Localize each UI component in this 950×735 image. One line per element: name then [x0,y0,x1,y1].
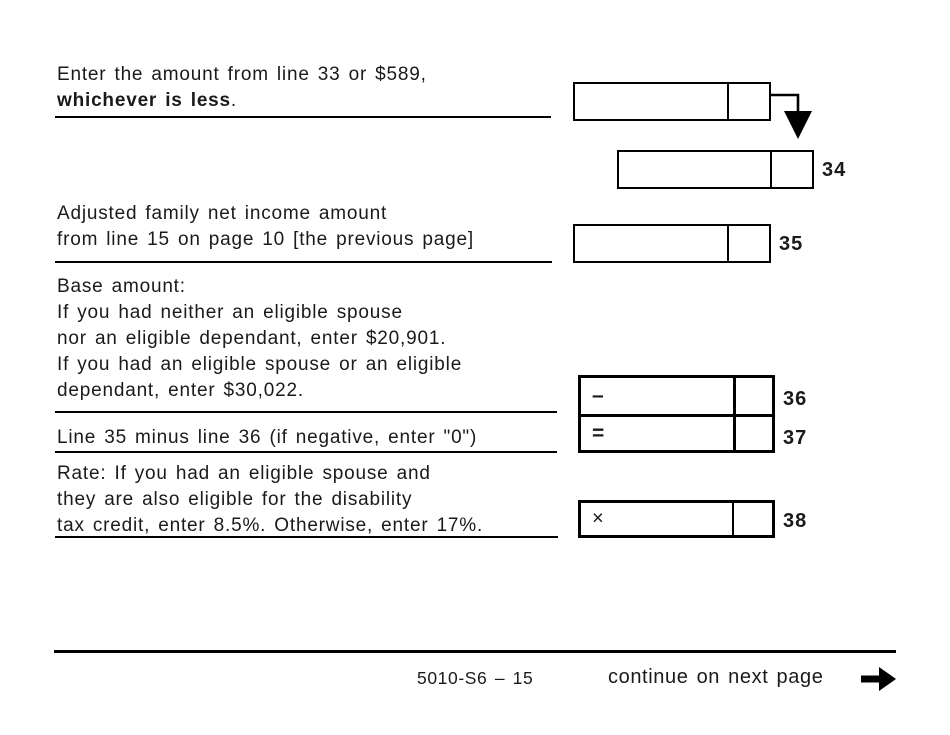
line-number-36: 36 [783,388,808,410]
amount-field-36[interactable]: – [581,378,772,414]
instruction-base-amount-line5: dependant, enter $30,022. [57,380,304,401]
next-page-arrow-icon [861,667,896,691]
rule-section2 [55,261,552,263]
multiply-operator: × [592,507,604,530]
amount-field-38[interactable]: × [578,500,775,538]
amount-field-top[interactable] [573,82,771,121]
cents-divider [733,378,736,450]
cents-divider [732,503,734,535]
instruction-adjusted-income-line1: Adjusted family net income amount [57,203,388,224]
equals-operator: = [592,421,605,445]
instruction-base-amount-line4: If you had an eligible spouse or an elig… [57,354,463,375]
instruction-line33-emphasis: whichever is less. [57,90,238,111]
instruction-rate: Rate: If you had an eligible spouse and … [57,461,483,539]
amount-fields-36-37: – = [578,375,775,453]
rule-section3 [55,411,557,413]
instruction-adjusted-income-line2: from line 15 on page 10 [the previous pa… [57,229,474,250]
instruction-line33-text: Enter the amount from line 33 or $589, [57,64,427,85]
amount-field-35[interactable] [573,224,771,263]
instruction-subtraction: Line 35 minus line 36 (if negative, ente… [57,425,477,451]
minus-operator: – [592,384,604,407]
row-divider [581,414,772,417]
cents-divider [770,152,772,187]
instruction-base-amount-line1: Base amount: [57,276,186,297]
continue-next-page-label: continue on next page [608,666,824,688]
line-number-38: 38 [783,510,808,532]
line-number-34: 34 [822,159,847,181]
footer-rule [54,650,896,653]
instruction-rate-line2: they are also eligible for the disabilit… [57,489,413,510]
flow-down-arrow-icon [770,93,812,139]
instruction-base-amount: Base amount: If you had neither an eligi… [57,274,462,404]
instruction-line33: Enter the amount from line 33 or $589, w… [57,62,427,114]
amount-field-34[interactable] [617,150,814,189]
instruction-subtraction-line1: Line 35 minus line 36 (if negative, ente… [57,427,478,448]
amount-field-37[interactable]: = [581,417,772,450]
line-number-37: 37 [783,427,808,449]
line-number-35: 35 [779,233,804,255]
rule-section1 [55,116,551,118]
instruction-adjusted-income: Adjusted family net income amount from l… [57,201,474,253]
rule-section5 [55,536,558,538]
instruction-rate-line1: Rate: If you had an eligible spouse and [57,463,431,484]
instruction-base-amount-line2: If you had neither an eligible spouse [57,302,403,323]
rule-section4 [55,451,557,453]
instruction-base-amount-line3: nor an eligible dependant, enter $20,901… [57,328,447,349]
cents-divider [727,84,729,119]
form-code: 5010-S6 – 15 [417,668,534,688]
cents-divider [727,226,729,261]
instruction-rate-line3: tax credit, enter 8.5%. Otherwise, enter… [57,515,484,536]
